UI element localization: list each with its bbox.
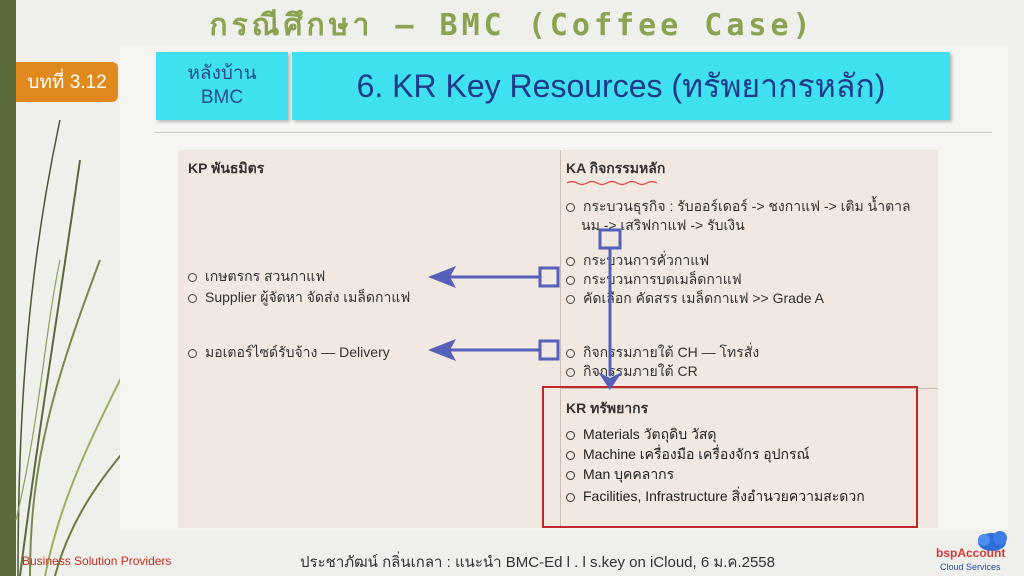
bullet-icon (566, 367, 575, 377)
footer-credit: ประชาภัฒน์ กลิ่นเกลา : แนะนำ BMC-Ed l . … (300, 554, 775, 571)
ka-item: กิจกรรมภายใต้ CH — โทรสั่ง (566, 342, 759, 364)
kp-item: Supplier ผู้จัดหา จัดส่ง เมล็ดกาแฟ (188, 287, 410, 309)
decorative-grass-lines (15, 119, 131, 576)
kp-item-text: เกษตรกร สวนกาแฟ (205, 268, 326, 284)
kp-item-text: มอเตอร์ไซด์รับจ้าง — Delivery (205, 344, 390, 360)
kp-item-text: Supplier ผู้จัดหา จัดส่ง เมล็ดกาแฟ (205, 289, 411, 305)
bullet-icon (566, 430, 575, 440)
bmc-vertical-divider (560, 150, 561, 528)
bullet-icon (188, 348, 197, 358)
kp-item: เกษตรกร สวนกาแฟ (188, 266, 325, 288)
kr-item-text: Man บุคคลากร (583, 466, 675, 482)
kp-title: KP พันธมิตร (188, 160, 265, 176)
bullet-icon (566, 348, 575, 358)
kr-item-text: Machine เครื่องมือ เครื่องจักร อุปกรณ์ (583, 446, 810, 462)
footer-brand: Business Solution Providers (22, 554, 172, 568)
ka-item-text: กิจกรรมภายใต้ CR (583, 363, 698, 379)
ka-item-text: คัดเลือก คัดสรร เมล็ดกาแฟ >> Grade A (583, 290, 824, 306)
ka-item-text: กระบวนการบดเมล็ดกาแฟ (583, 271, 742, 287)
bullet-icon (566, 294, 575, 304)
ka-item: คัดเลือก คัดสรร เมล็ดกาแฟ >> Grade A (566, 288, 824, 310)
kp-item: มอเตอร์ไซด์รับจ้าง — Delivery (188, 342, 390, 364)
ka-item-text: กระบวนการคั่วกาแฟ (583, 252, 710, 268)
kr-highlight-box (542, 386, 918, 528)
bullet-icon (188, 293, 197, 303)
cloud-logo-icon (978, 531, 1007, 551)
kr-item: Machine เครื่องมือ เครื่องจักร อุปกรณ์ (566, 444, 810, 466)
ka-item-text: กระบวนธุรกิจ : รับออร์เดอร์ -> ชงกาแฟ ->… (583, 198, 911, 214)
kr-item-text: Materials วัตถุดิบ วัสดุ (583, 426, 717, 442)
left-decor-strip (0, 0, 16, 576)
bullet-icon (188, 272, 197, 282)
bullet-icon (566, 492, 575, 502)
ka-item-text: กิจกรรมภายใต้ CH — โทรสั่ง (583, 344, 760, 360)
subtitle-line-2: BMC (200, 87, 244, 108)
subtitle-line-1: หลังบ้าน (187, 63, 257, 84)
bullet-icon (566, 275, 575, 285)
ka-item: กระบวนการคั่วกาแฟ (566, 250, 709, 272)
kr-item: Facilities, Infrastructure สิ่งอำนวยความ… (566, 486, 865, 508)
kr-item: Man บุคคลากร (566, 464, 674, 486)
ka-title: KA กิจกรรมหลัก (566, 160, 666, 176)
bullet-icon (566, 256, 575, 266)
section-header-text: 6. KR Key Resources (ทรัพยากรหลัก) (356, 67, 886, 104)
logo-title: bspAccount (936, 546, 1006, 560)
bmc-canvas (178, 150, 938, 528)
bmc-horizontal-divider (560, 388, 938, 389)
section-header: 6. KR Key Resources (ทรัพยากรหลัก) (292, 52, 950, 120)
ka-item: กระบวนธุรกิจ : รับออร์เดอร์ -> ชงกาแฟ ->… (566, 196, 911, 218)
slide-title: กรณีศึกษา – BMC (Coffee Case) (209, 8, 815, 43)
bullet-icon (566, 470, 575, 480)
subtitle-box: หลังบ้าน BMC (156, 52, 288, 120)
ka-item: กิจกรรมภายใต้ CR (566, 361, 698, 383)
divider (154, 132, 992, 133)
logo-subtitle: Cloud Services (940, 562, 1001, 572)
kr-title: KR ทรัพยากร (566, 400, 649, 416)
kr-item: Materials วัตถุดิบ วัสดุ (566, 424, 716, 446)
chapter-badge: บทที่ 3.12 (16, 62, 118, 102)
bullet-icon (566, 450, 575, 460)
ka-item-continued: นม -> เสริฟกาแฟ -> รับเงิน (581, 217, 745, 233)
bullet-icon (566, 202, 575, 212)
ka-item: กระบวนการบดเมล็ดกาแฟ (566, 269, 742, 291)
ka-underline-squiggle (567, 180, 657, 186)
kr-item-text: Facilities, Infrastructure สิ่งอำนวยความ… (583, 488, 865, 504)
